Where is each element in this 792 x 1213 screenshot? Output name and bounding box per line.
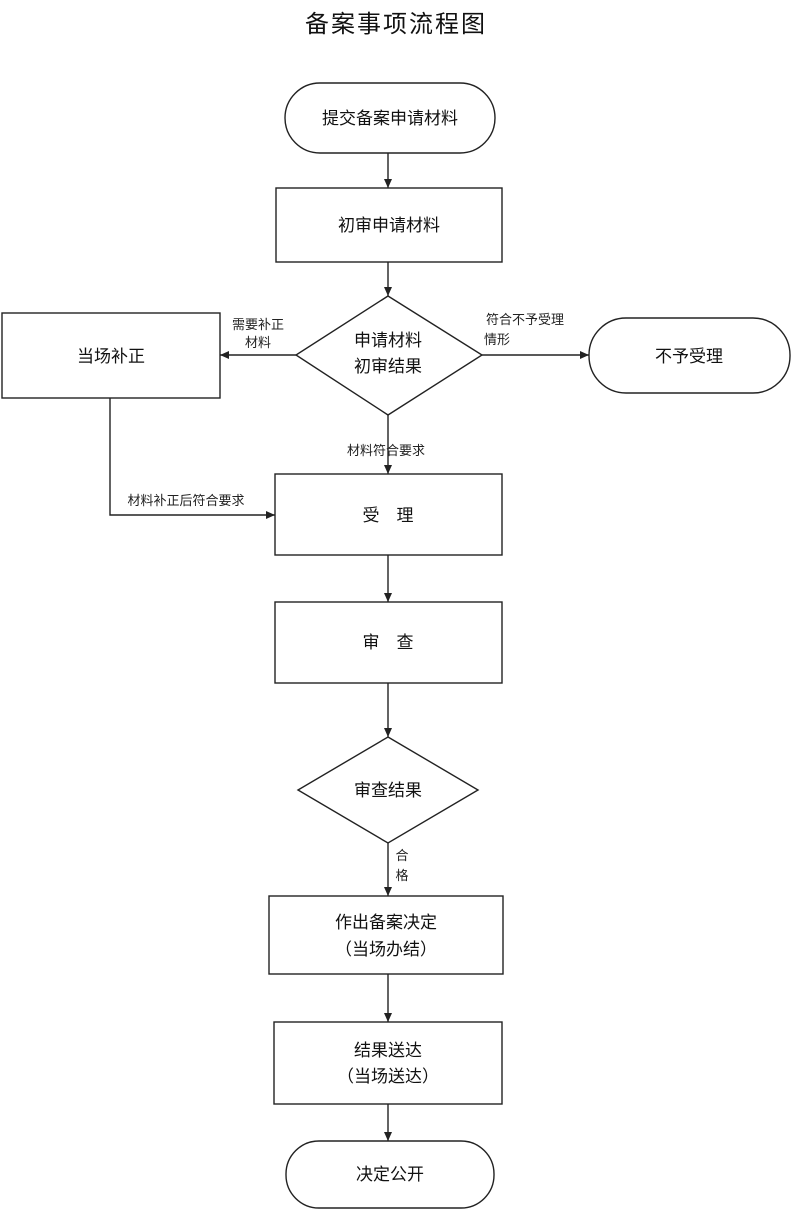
edge-label-reject-case-2: 情形 [484,333,510,348]
edge-label-meets-requirements: 材料符合要求 [347,443,425,459]
end-node-reject-label: 不予受理 [655,347,723,367]
end-node-publish-label: 决定公开 [356,1165,424,1185]
decision-review-result-label: 审查结果 [354,781,422,801]
process-initial-review-label: 初审申请材料 [338,216,440,236]
end-node-publish [285,1140,495,1209]
decision-review-result [296,736,480,844]
process-review-label: 审 查 [363,633,414,653]
process-review [274,601,503,684]
process-deliver [273,1021,503,1105]
process-initial-review [275,187,503,263]
process-deliver-line-2: （当场送达） [337,1067,439,1087]
decision-initial-result [294,295,484,416]
process-correction [1,312,221,399]
connectors [109,153,589,1141]
process-decide-line-1: 作出备案决定 [335,913,437,933]
process-correction-label: 当场补正 [77,347,145,367]
arrow-correction-to-accept [109,398,275,519]
edge-label-after-correction: 材料补正后符合要求 [127,493,244,509]
start-node-submit [284,82,496,154]
process-deliver-line-1: 结果送达 [354,1041,422,1061]
start-node-submit-label: 提交备案申请材料 [322,109,458,129]
process-decide-line-2: （当场办结） [335,940,437,960]
page-title: 备案事项流程图 [305,10,487,38]
edge-label-qualified-1: 合 [395,849,408,864]
process-accept [274,473,503,556]
edge-label-reject-case-1: 符合不予受理 [486,312,564,328]
edge-label-need-correction-1: 需要补正 [232,318,284,333]
end-node-reject [588,317,791,394]
edge-label-need-correction-2: 材料 [245,336,271,351]
process-decide [268,895,504,975]
process-accept-label: 受 理 [363,506,414,526]
decision-initial-result-line-1: 申请材料 [354,331,422,351]
decision-initial-result-line-2: 初审结果 [354,357,422,377]
edge-label-qualified-2: 格 [395,868,408,884]
